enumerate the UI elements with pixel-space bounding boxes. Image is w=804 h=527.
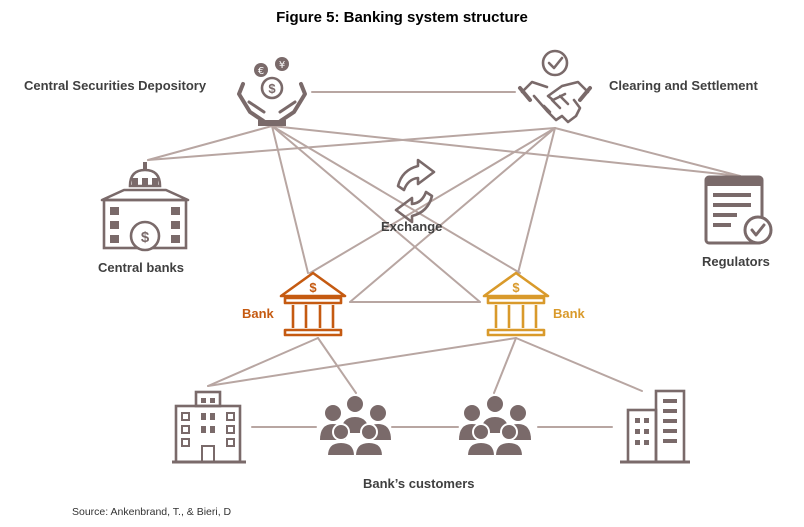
bank-icon-right: $ [482,271,550,337]
svg-text:$: $ [141,229,150,246]
bank-icon-left: $ [279,271,347,337]
exchange-arrows-icon [394,158,436,224]
handshake-icon [518,49,592,124]
people-group-icon-left [320,394,391,457]
svg-text:$: $ [268,81,276,96]
bank-right-label: Bank [553,306,585,321]
edge-bankleft-leftbuilding [207,337,319,387]
exchange-label: Exchange [381,219,443,234]
svg-text:€: € [258,66,264,77]
office-building-icon-left [172,390,246,464]
people-group-icon-right [459,394,531,457]
regulation-document-icon [704,175,773,245]
edge-bankright-leftbuilding [207,337,517,387]
customers-label: Bank’s customers [363,476,475,491]
connector-lines [147,91,741,428]
edge-clearing-exchange [349,127,556,303]
edge-clearing-regulators [554,127,741,177]
source-note: Source: Ankenbrand, T., & Bieri, D [72,506,232,518]
edge-bankright-rightbuilding [515,337,643,392]
edge-csd-bankright [271,125,521,274]
edge-csd-regulators [271,125,741,177]
edge-clearing-bankleft [309,127,556,274]
central-banks-label: Central banks [98,260,184,275]
regulators-label: Regulators [702,254,770,269]
svg-text:$: $ [512,280,520,295]
csd-label: Central Securities Depository [24,78,207,93]
edge-csd-exchange [271,125,481,303]
clearing-label: Clearing and Settlement [609,78,758,93]
edge-clearing-bankright [517,127,556,274]
svg-text:¥: ¥ [279,60,285,71]
office-building-icon-right [620,389,690,464]
money-hands-icon: $ € ¥ [237,57,307,126]
edge-csd-centralbank [147,125,273,161]
central-bank-building-icon: $ [100,162,190,252]
edge-clearing-centralbank [147,127,556,161]
edge-bankright-rightpeople [493,337,517,394]
svg-text:$: $ [309,280,317,295]
figure-title: Figure 5: Banking system structure [276,9,528,26]
bank-left-label: Bank [242,306,274,321]
